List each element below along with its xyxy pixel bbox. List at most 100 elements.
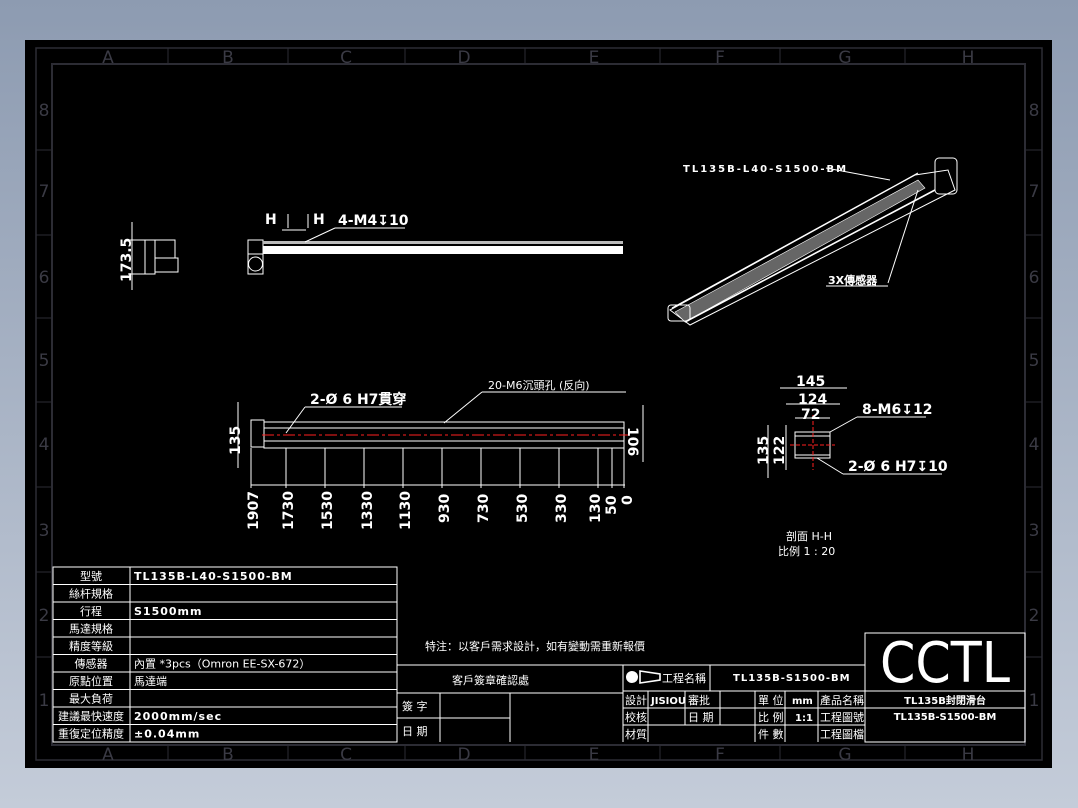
row-label: 5: [1029, 351, 1040, 371]
material-label: 材質: [625, 727, 647, 741]
section-view[interactable]: 145 124 72 135 122 8-M6↧12 2-Ø 6 H7↧10 剖…: [756, 374, 948, 558]
zone-dividers: [36, 48, 1042, 760]
project-name: TL135B-S1500-BM: [733, 673, 851, 684]
row-label: 2: [39, 606, 50, 626]
position-label: 1530: [320, 491, 336, 530]
position-label: 1907: [246, 491, 262, 530]
front-right-dim: 106: [624, 427, 640, 456]
product-name-label: 產品名稱: [820, 693, 864, 707]
section-scale: 比例 1 : 20: [778, 544, 835, 558]
row-label: 8: [1029, 101, 1040, 121]
drawing-no: TL135B-S1500-BM: [894, 712, 997, 723]
row-label: 5: [39, 351, 50, 371]
section-dim-145: 145: [796, 374, 825, 390]
spec-value: 2000mm/sec: [134, 710, 222, 723]
spec-label: 傳感器: [75, 658, 108, 671]
spec-label: 行程: [80, 605, 102, 618]
check-label: 校核: [625, 710, 647, 724]
drawing-sheet: [25, 40, 1052, 768]
col-label: B: [222, 745, 234, 765]
col-label: B: [222, 48, 234, 68]
date2-label: 日 期: [688, 711, 714, 724]
row-label: 2: [1029, 606, 1040, 626]
spec-value: S1500mm: [134, 605, 202, 618]
spec-value: TL135B-L40-S1500-BM: [134, 570, 293, 583]
col-label: H: [962, 745, 975, 765]
col-label: E: [589, 745, 600, 765]
side-height-dim: 173.5: [119, 238, 135, 282]
design-label: 設計: [625, 693, 647, 707]
iso-view[interactable]: TL135B-L40-S1500-BM 3X傳感器: [667, 157, 958, 326]
row-label: 7: [39, 182, 50, 202]
section-height-122: 122: [772, 436, 788, 465]
first-angle-projection-icon: [626, 671, 638, 683]
customer-confirm: 客戶簽章確認處: [452, 673, 529, 687]
col-label: G: [838, 745, 851, 765]
row-labels-left: 8 7 6 5 4 3 2 1: [39, 101, 50, 711]
position-labels: 1907 1730 1530 1330 1130 930 730 530 330…: [246, 491, 636, 530]
row-label: 1: [39, 691, 50, 711]
section-title: 剖面 H-H: [786, 529, 832, 543]
col-label: H: [962, 48, 975, 68]
spec-label: 建議最快速度: [58, 709, 124, 723]
row-label: 3: [39, 521, 50, 541]
drawing-file-label: 工程圖檔: [820, 727, 864, 741]
row-label: 7: [1029, 182, 1040, 202]
spec-label: 絲杆規格: [69, 587, 113, 601]
note-text: 特注：以客戶需求設計，如有變動需重新報價: [425, 639, 645, 653]
m4-callout: 4-M4↧10: [338, 213, 409, 229]
outer-frame: [35, 47, 1043, 761]
col-label: F: [715, 48, 725, 68]
product-name: TL135B封閉滑台: [904, 694, 986, 707]
position-label: 1130: [398, 491, 414, 530]
col-label: A: [102, 48, 114, 68]
designer: JISIOU: [650, 696, 686, 707]
unit-label: 單 位: [758, 693, 784, 707]
side-view[interactable]: 173.5: [119, 222, 179, 290]
unit-value: mm: [792, 696, 813, 707]
scale-value: 1:1: [795, 713, 813, 724]
front-view[interactable]: 135 106 1907 1730 1530 1330 1130 930 730…: [228, 378, 644, 530]
spec-label: 精度等級: [69, 639, 113, 653]
col-label: F: [715, 745, 725, 765]
project-name-label: 工程名稱: [662, 671, 706, 685]
row-label: 4: [39, 435, 50, 455]
cctl-logo: CCTL: [880, 631, 1010, 696]
spec-label: 原點位置: [69, 674, 113, 688]
projection-cone-icon: [639, 670, 661, 684]
spec-label: 馬達規格: [69, 622, 113, 636]
section-dim-124: 124: [798, 392, 827, 408]
row-label: 1: [1029, 691, 1040, 711]
position-ticks: [250, 448, 625, 488]
row-label: 4: [1029, 435, 1040, 455]
spec-label: 型號: [80, 569, 102, 583]
thread-callout: 8-M6↧12: [862, 402, 932, 418]
front-height-dim: 135: [228, 426, 244, 455]
position-label: 730: [476, 494, 492, 523]
top-view[interactable]: H H 4-M4↧10: [247, 212, 623, 275]
hole-callout: 2-Ø 6 H7貫穿: [310, 391, 406, 408]
date-label: 日 期: [402, 725, 428, 738]
row-labels-right: 8 7 6 5 4 3 2 1: [1029, 101, 1040, 711]
position-label: 0: [620, 495, 636, 505]
section-dim-72: 72: [801, 407, 820, 423]
row-label: 6: [1029, 268, 1040, 288]
col-label: A: [102, 745, 114, 765]
section-mark-right: H: [313, 212, 325, 228]
title-block: 特注：以客戶需求設計，如有變動需重新報價 客戶簽章確認處 簽 字 日 期 工程名…: [396, 631, 1026, 743]
position-label: 930: [437, 494, 453, 523]
scale-label: 比 例: [758, 710, 784, 724]
spec-value: 內置 *3pcs（Omron EE-SX-672）: [134, 658, 310, 671]
col-label: E: [589, 48, 600, 68]
iso-model-label: TL135B-L40-S1500-BM: [683, 164, 848, 175]
spec-label: 重復定位精度: [58, 727, 124, 741]
col-label: C: [340, 745, 352, 765]
column-labels-bottom: A B C D E F G H: [102, 745, 974, 765]
spec-value: ±0.04mm: [134, 728, 200, 741]
column-labels-top: A B C D E F G H: [102, 48, 974, 68]
position-label: 530: [515, 494, 531, 523]
col-label: D: [457, 745, 470, 765]
row-label: 6: [39, 268, 50, 288]
